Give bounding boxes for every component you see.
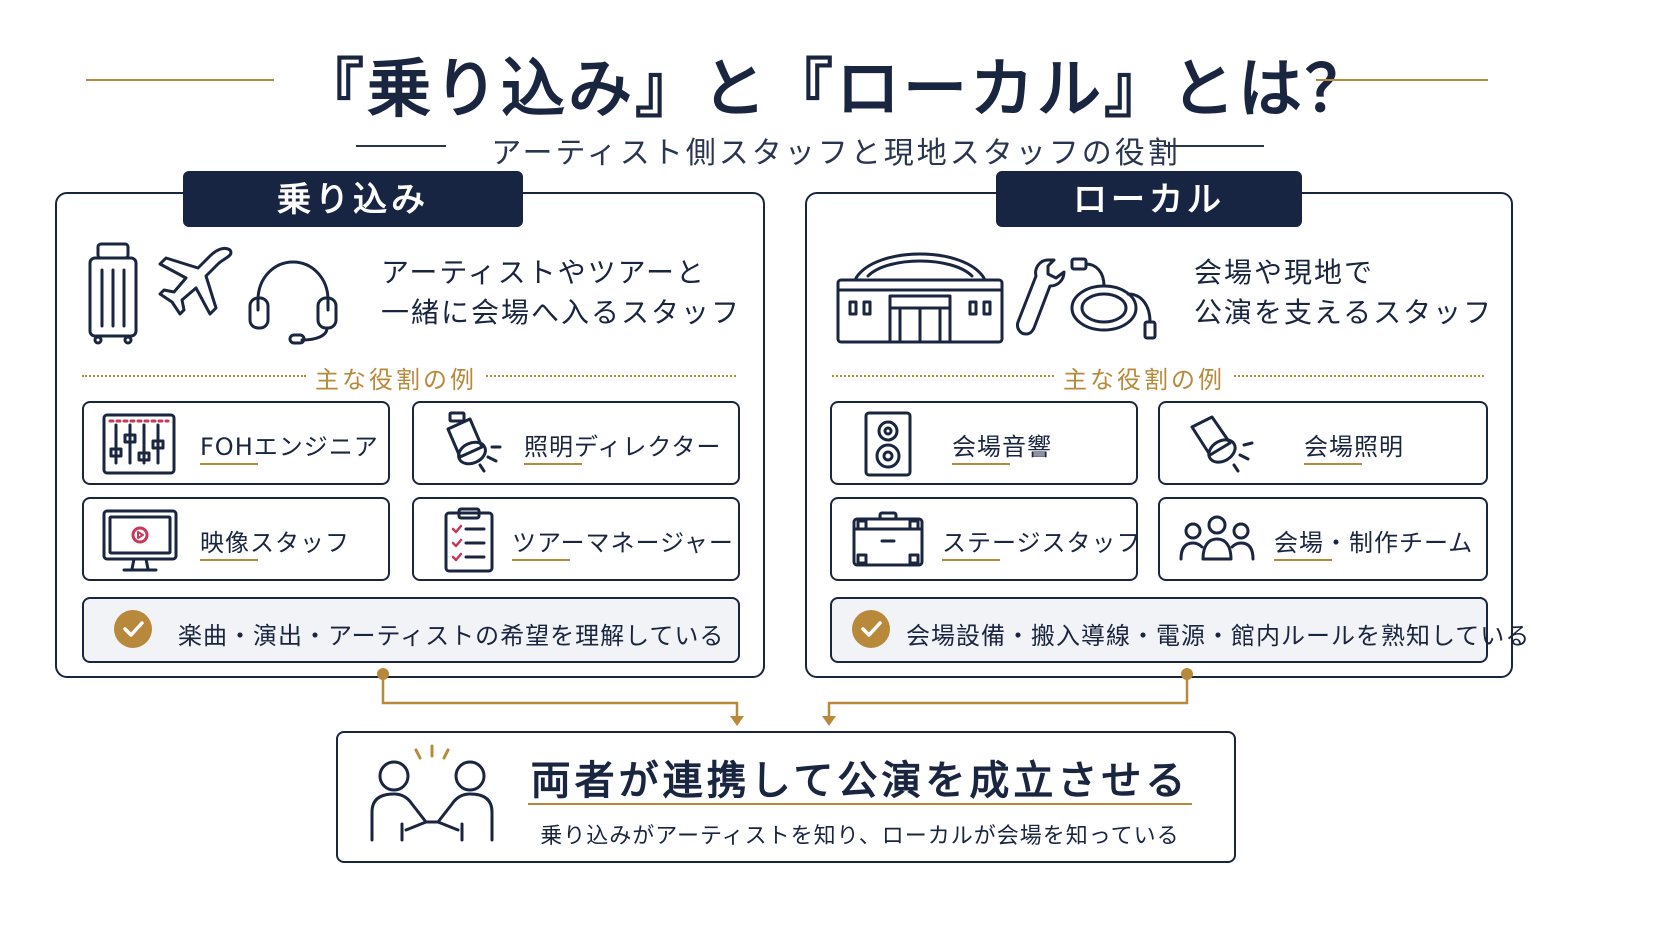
role-card-tour-manager: ツアーマネージャー [412,497,740,581]
page-title: 『乗り込み』と『ローカル』とは？ [300,52,1372,127]
subtitle-rule-left [356,145,446,147]
role-label: 会場照明 [1304,433,1404,461]
role-label: ツアーマネージャー [512,529,734,557]
norikomi-desc-line2: 一緒に会場へ入るスタッフ [381,296,742,329]
role-underline [200,559,258,561]
page-subtitle: アーティスト側スタッフと現地スタッフの役割 [491,136,1181,171]
spotlight-icon [446,411,502,473]
norikomi-note-text: 楽曲・演出・アーティストの希望を理解している [178,622,725,650]
role-label: 照明ディレクター [524,433,722,461]
headset-icon [248,260,338,345]
collaboration-divider [528,803,1192,805]
local-dotline-left [832,375,1054,377]
norikomi-dotline-left [82,375,306,377]
role-card-venue-audio: 会場音響 [830,401,1138,485]
norikomi-dotline-right [486,375,736,377]
monitor-icon [102,509,178,572]
local-note-text: 会場設備・搬入導線・電源・館内ルールを熟知している [906,622,1531,650]
road-case-icon [852,511,924,567]
role-label: 会場音響 [952,433,1052,461]
role-label: 映像スタッフ [200,529,350,557]
role-underline [1274,559,1332,561]
role-card-lighting-director: 照明ディレクター [412,401,740,485]
check-icon [114,610,152,648]
role-label: ステージスタッフ [942,529,1142,557]
role-label: FOHエンジニア [200,433,379,461]
role-underline [512,559,570,561]
norikomi-note: 楽曲・演出・アーティストの希望を理解している [82,597,740,663]
collaboration-subtitle: 乗り込みがアーティストを知り、ローカルが会場を知っている [540,824,1180,849]
speaker-icon [864,411,912,477]
local-roles-label: 主な役割の例 [1063,366,1225,394]
role-underline [1304,463,1362,465]
role-card-venue-production-team: 会場・制作チーム [1158,497,1488,581]
local-desc-line1: 会場や現地で [1194,256,1375,289]
norikomi-tab: 乗り込み [183,171,523,227]
role-card-video-staff: 映像スタッフ [82,497,390,581]
handshake-icon [370,744,494,842]
spotlight-icon [1190,415,1254,473]
local-desc-line2: 公演を支えるスタッフ [1194,296,1494,329]
collaboration-title: 両者が連携して公演を成立させる [530,757,1190,804]
clipboard-icon [444,507,494,573]
cable-icon [1070,257,1157,340]
role-underline [952,463,1010,465]
team-icon [1179,515,1255,561]
arena-icon [836,252,1004,344]
wrench-icon [1016,258,1066,336]
suitcase-icon [88,242,138,345]
role-card-venue-lighting: 会場照明 [1158,401,1488,485]
norikomi-desc-line1: アーティストやツアーと [381,256,706,289]
role-card-stage-staff: ステージスタッフ [830,497,1141,581]
title-rule-right [1316,79,1488,81]
role-underline [524,463,582,465]
role-underline [200,463,258,465]
local-note: 会場設備・搬入導線・電源・館内ルールを熟知している [830,597,1529,663]
role-label: 会場・制作チーム [1274,529,1474,557]
role-card-foh-engineer: FOHエンジニア [82,401,390,485]
local-tab: ローカル [996,171,1302,227]
check-icon [852,610,890,648]
title-rule-left [86,79,274,81]
role-underline [942,559,1000,561]
airplane-icon [158,246,233,316]
local-dotline-right [1234,375,1484,377]
norikomi-roles-label: 主な役割の例 [315,366,477,394]
mixer-icon [102,413,176,475]
subtitle-rule-right [1164,145,1264,147]
